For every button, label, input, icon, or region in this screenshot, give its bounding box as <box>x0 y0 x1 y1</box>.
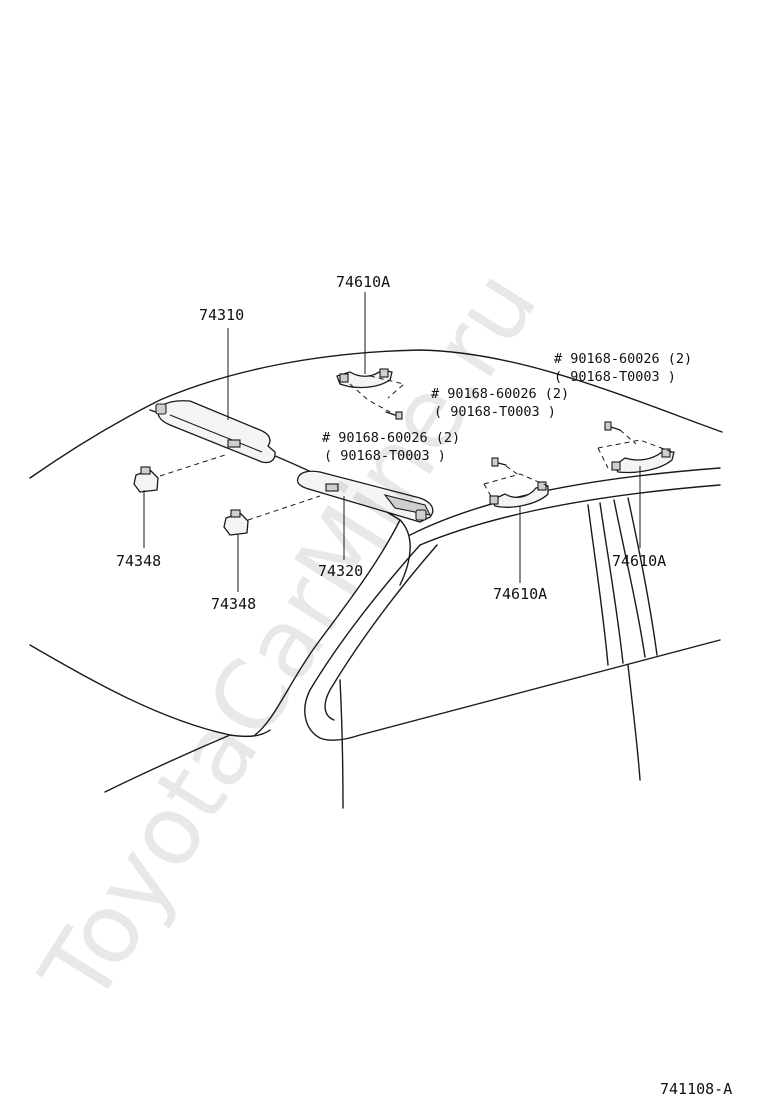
label-holder-center: 74348 <box>211 595 256 613</box>
assist-grip-mid <box>489 481 549 508</box>
label-bolt-center-1: # 90168-60026 (2) <box>322 430 460 446</box>
watermark: ToyotaCarMine.ru <box>19 252 559 1023</box>
sun-visor-right <box>296 470 434 523</box>
label-bolt-right-1: # 90168-60026 (2) <box>554 351 692 367</box>
label-bolt-center-2: ( 90168-T0003 ) <box>324 448 446 464</box>
sun-visor-left <box>155 400 276 464</box>
label-visor-left: 74310 <box>199 306 244 324</box>
label-grip-top: 74610A <box>336 273 390 291</box>
screw-center <box>385 411 403 420</box>
visor-holder-center <box>223 509 249 536</box>
visor-holder-left <box>133 466 159 493</box>
label-visor-right: 74320 <box>318 562 363 580</box>
assist-grip-right <box>611 448 675 474</box>
label-grip-mid: 74610A <box>493 585 547 603</box>
leader-lines <box>143 292 641 592</box>
label-bolt-mid-1: # 90168-60026 (2) <box>431 386 569 402</box>
screw-right <box>604 421 621 431</box>
label-bolt-right-2: ( 90168-T0003 ) <box>554 369 676 385</box>
label-holder-left: 74348 <box>116 552 161 570</box>
assembly-dashed-lines <box>159 375 673 521</box>
label-bolt-mid-2: ( 90168-T0003 ) <box>434 404 556 420</box>
screw-mid <box>491 457 507 467</box>
label-grip-right: 74610A <box>612 552 666 570</box>
diagram-code: 741108-A <box>660 1080 732 1098</box>
